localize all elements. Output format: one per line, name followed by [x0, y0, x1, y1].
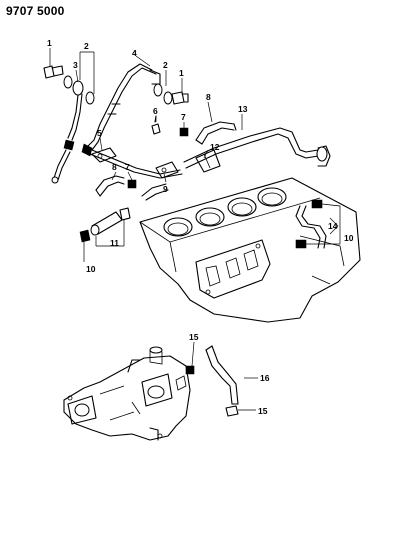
callout-2: 2 — [163, 60, 168, 70]
callout-11: 11 — [110, 238, 119, 248]
callout-3: 3 — [73, 60, 78, 70]
callout-1: 1 — [179, 68, 184, 78]
hose-8-lower — [95, 175, 137, 197]
callout-labels: 1 2 3 4 2 1 6 7 8 13 5 12 8 7 9 11 10 14… — [47, 38, 354, 416]
hose-11-left — [79, 207, 131, 243]
callout-10: 10 — [344, 233, 354, 243]
cap-15-upper — [185, 365, 195, 375]
pipe-13 — [183, 127, 331, 169]
upper-middle-fittings — [151, 83, 189, 137]
hose-8-upper — [195, 121, 237, 145]
bracket-9 — [155, 161, 179, 179]
diagram-reference-number: 9707 5000 — [6, 4, 65, 18]
callout-4: 4 — [132, 48, 137, 58]
callout-7: 7 — [181, 112, 186, 122]
callout-7: 7 — [125, 162, 130, 172]
callout-2: 2 — [84, 41, 89, 51]
callout-15: 15 — [189, 332, 199, 342]
callout-13: 13 — [238, 104, 248, 114]
callout-6: 6 — [153, 106, 158, 116]
callout-8: 8 — [206, 92, 211, 102]
pipe-4 — [81, 63, 183, 179]
cap-15-lower — [225, 405, 239, 417]
intake-manifold — [63, 346, 191, 441]
bracket-5 — [91, 147, 117, 163]
leader-lines — [49, 48, 341, 411]
callout-9: 9 — [163, 184, 168, 194]
callout-8: 8 — [112, 162, 117, 172]
upper-left-fittings — [43, 65, 95, 184]
callout-14: 14 — [328, 221, 338, 231]
hose-14-right — [295, 199, 327, 249]
callout-10: 10 — [86, 264, 96, 274]
hose-9 — [141, 183, 169, 201]
callout-16: 16 — [260, 373, 270, 383]
engine-block — [139, 177, 361, 323]
callout-12: 12 — [210, 142, 220, 152]
callout-1: 1 — [47, 38, 52, 48]
callout-5: 5 — [97, 128, 102, 138]
hose-16 — [205, 345, 239, 405]
callout-15: 15 — [258, 406, 268, 416]
